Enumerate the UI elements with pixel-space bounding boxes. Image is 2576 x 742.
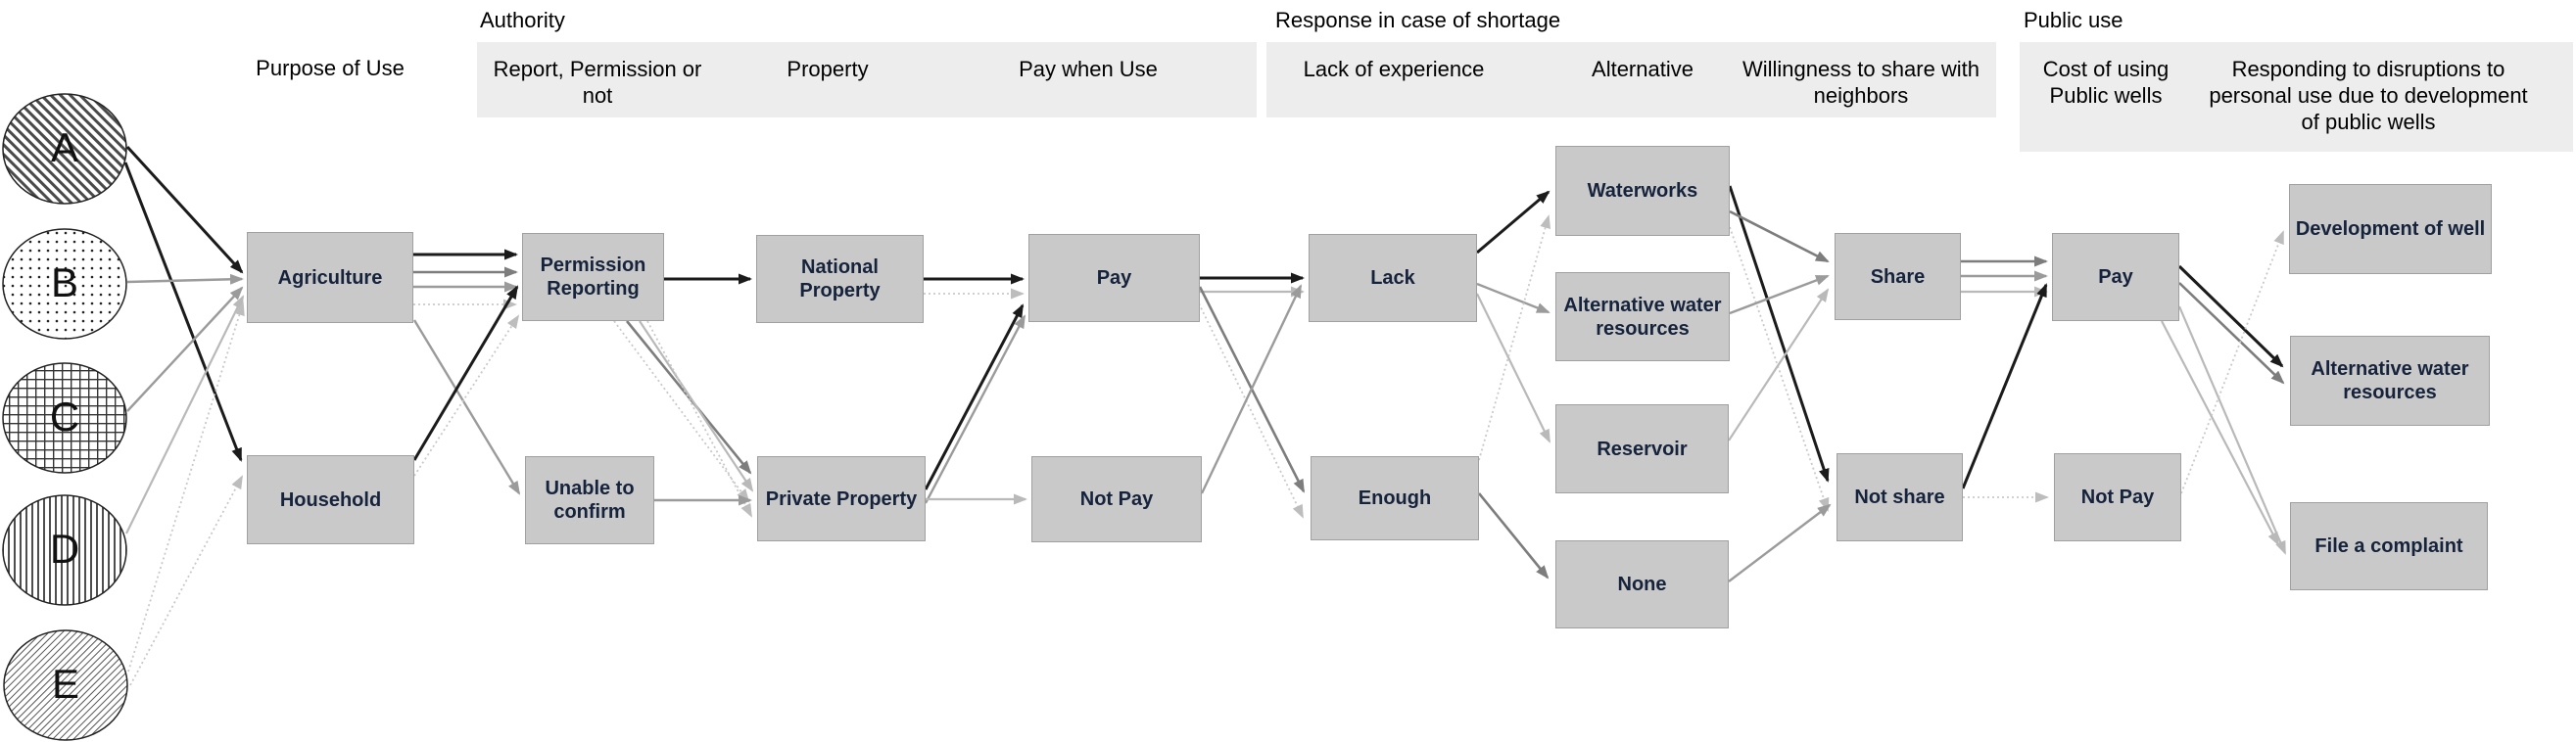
edge bbox=[1728, 288, 1830, 441]
edge bbox=[1728, 503, 1832, 582]
node-pay-when-use: Pay bbox=[1028, 234, 1200, 322]
node-none: None bbox=[1555, 540, 1729, 628]
well-letter-A: A bbox=[50, 124, 79, 171]
header-response-shortage: Response in case of shortage bbox=[1275, 8, 1561, 32]
node-reservoir: Reservoir bbox=[1555, 404, 1729, 493]
edge bbox=[412, 285, 519, 461]
edge bbox=[127, 301, 245, 672]
node-pay-public: Pay bbox=[2052, 233, 2179, 321]
well-letter-B: B bbox=[50, 259, 79, 306]
edge bbox=[639, 320, 754, 492]
edge bbox=[625, 320, 752, 475]
edge bbox=[126, 286, 244, 412]
edge bbox=[129, 475, 243, 686]
node-enough: Enough bbox=[1311, 456, 1479, 540]
subheader-lack-of-experience: Lack of experience bbox=[1303, 57, 1485, 81]
node-household: Household bbox=[247, 455, 414, 544]
edge bbox=[646, 320, 752, 518]
well-letter-E: E bbox=[51, 661, 80, 708]
header-authority: Authority bbox=[480, 8, 565, 32]
edge bbox=[1476, 282, 1550, 314]
edge bbox=[413, 314, 520, 477]
node-share: Share bbox=[1835, 233, 1961, 320]
edge bbox=[1476, 190, 1550, 255]
subheader-alternative: Alternative bbox=[1592, 57, 1693, 81]
arrow-edges bbox=[123, 145, 2287, 686]
edge bbox=[2177, 264, 2284, 368]
node-alternative-water-resources-2: Alternative water resources bbox=[2290, 336, 2490, 426]
subheader-willingness: Willingness to share with neighbors bbox=[1741, 57, 1980, 108]
node-development-of-well: Development of well bbox=[2289, 184, 2492, 274]
node-alternative-water-resources: Alternative water resources bbox=[1555, 272, 1730, 361]
subheader-property: Property bbox=[787, 57, 869, 81]
edge bbox=[125, 295, 244, 534]
header-purpose-of-use: Purpose of Use bbox=[256, 56, 405, 80]
node-private-property: Private Property bbox=[757, 456, 926, 541]
edge bbox=[924, 314, 1026, 504]
edge bbox=[125, 145, 244, 274]
header-public-use: Public use bbox=[2024, 8, 2123, 32]
node-file-a-complaint: File a complaint bbox=[2290, 502, 2488, 590]
edge bbox=[2180, 230, 2284, 494]
subheader-report-permission: Report, Permission or not bbox=[493, 57, 702, 108]
node-not-pay-when-use: Not Pay bbox=[1031, 456, 1202, 542]
band-response-shortage bbox=[1266, 42, 1996, 117]
edge bbox=[1198, 302, 1304, 519]
subheader-cost-public-wells: Cost of using Public wells bbox=[2042, 57, 2170, 108]
edge bbox=[2178, 282, 2285, 385]
node-national-property: National Property bbox=[756, 235, 924, 323]
edge bbox=[1198, 286, 1306, 493]
edge bbox=[1478, 214, 1550, 461]
band-public-use bbox=[2020, 42, 2573, 152]
edge bbox=[1961, 283, 2048, 489]
edge bbox=[1476, 293, 1550, 443]
edge bbox=[1729, 226, 1830, 512]
well-letter-D: D bbox=[49, 526, 80, 573]
node-not-pay-public: Not Pay bbox=[2054, 453, 2181, 541]
edge bbox=[123, 162, 243, 462]
node-agriculture: Agriculture bbox=[247, 232, 413, 323]
edge bbox=[924, 303, 1025, 490]
band-authority bbox=[477, 42, 1257, 117]
node-waterworks: Waterworks bbox=[1555, 146, 1730, 236]
edge bbox=[1728, 185, 1830, 483]
subheader-responding-disruptions: Responding to disruptions to personal us… bbox=[2209, 57, 2528, 134]
well-letter-C: C bbox=[49, 394, 80, 441]
node-lack: Lack bbox=[1309, 234, 1477, 322]
edge bbox=[126, 273, 244, 285]
subheader-pay-when-use: Pay when Use bbox=[1019, 57, 1158, 81]
node-permission-reporting: Permission Reporting bbox=[522, 233, 664, 321]
edge bbox=[1477, 492, 1550, 580]
edge bbox=[412, 319, 521, 495]
edge bbox=[1200, 284, 1303, 494]
node-not-share: Not share bbox=[1837, 453, 1963, 541]
node-unable-to-confirm: Unable to confirm bbox=[525, 456, 654, 544]
edge bbox=[2177, 305, 2287, 555]
edge bbox=[1729, 209, 1830, 263]
edge bbox=[1729, 274, 1830, 315]
